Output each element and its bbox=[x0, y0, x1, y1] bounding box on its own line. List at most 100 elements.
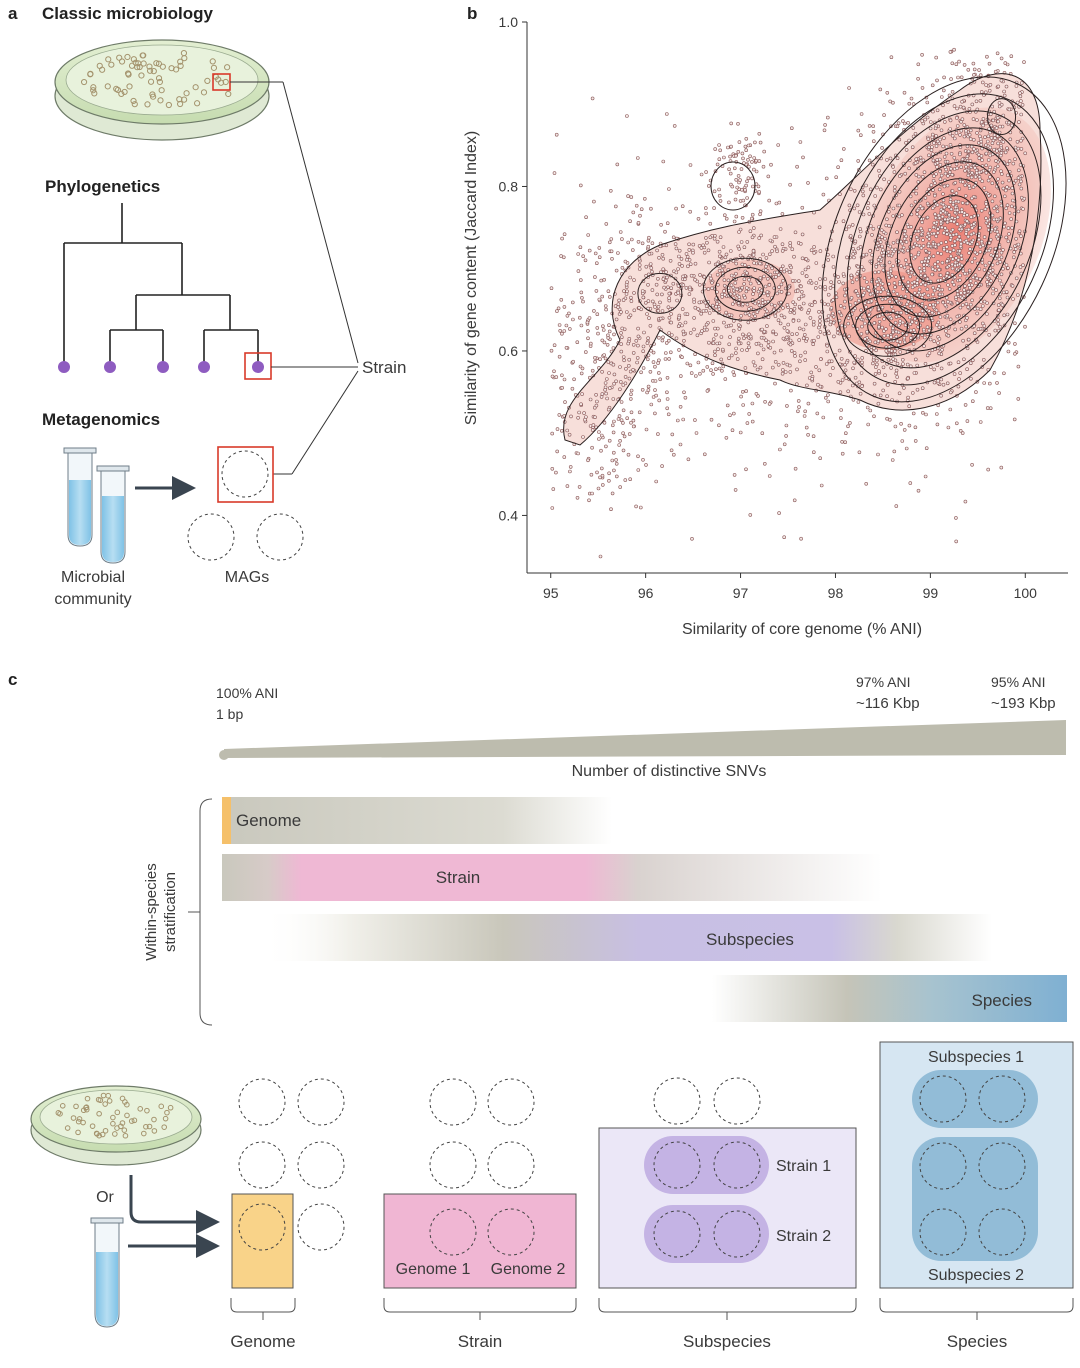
data-point bbox=[910, 320, 915, 324]
data-point bbox=[856, 128, 861, 133]
data-point bbox=[841, 219, 846, 223]
data-point bbox=[839, 356, 844, 361]
data-point bbox=[607, 240, 612, 245]
data-point bbox=[952, 282, 956, 287]
data-point bbox=[971, 117, 976, 121]
data-point bbox=[654, 282, 659, 287]
data-point bbox=[653, 388, 657, 392]
data-point bbox=[916, 252, 921, 257]
data-point bbox=[752, 167, 756, 172]
data-point bbox=[671, 452, 676, 457]
colony bbox=[91, 90, 98, 97]
data-point bbox=[644, 427, 649, 432]
data-point bbox=[688, 262, 693, 267]
data-point bbox=[922, 263, 926, 267]
data-point bbox=[868, 187, 873, 192]
data-point bbox=[1005, 312, 1010, 317]
data-point bbox=[667, 331, 671, 335]
data-point bbox=[880, 325, 885, 330]
data-point bbox=[940, 260, 945, 265]
data-point bbox=[889, 304, 894, 309]
data-point bbox=[955, 215, 960, 220]
data-point bbox=[650, 241, 655, 245]
data-point bbox=[944, 151, 949, 156]
data-point bbox=[692, 297, 696, 302]
data-point bbox=[549, 348, 554, 353]
data-point bbox=[712, 349, 717, 354]
data-point bbox=[993, 69, 998, 74]
data-point bbox=[955, 124, 960, 128]
data-point bbox=[778, 447, 782, 452]
data-point bbox=[985, 312, 989, 316]
data-point bbox=[931, 254, 936, 259]
data-point bbox=[740, 151, 745, 156]
data-point bbox=[935, 363, 940, 367]
data-point bbox=[576, 415, 580, 420]
data-point bbox=[996, 318, 1001, 322]
data-point bbox=[868, 292, 873, 297]
data-point bbox=[621, 448, 626, 453]
data-point bbox=[993, 226, 998, 231]
data-point bbox=[863, 321, 867, 326]
data-point bbox=[870, 233, 874, 237]
data-point bbox=[727, 356, 731, 361]
data-point bbox=[839, 323, 844, 328]
data-point bbox=[923, 305, 928, 309]
data-point bbox=[942, 136, 946, 140]
data-point bbox=[770, 266, 774, 271]
data-point bbox=[745, 179, 749, 184]
data-point bbox=[684, 286, 689, 290]
data-point bbox=[921, 244, 926, 248]
data-point bbox=[839, 158, 844, 162]
data-point bbox=[1019, 99, 1023, 103]
data-point bbox=[776, 318, 781, 323]
data-point bbox=[898, 340, 903, 344]
data-point bbox=[963, 183, 968, 188]
data-point bbox=[887, 275, 891, 280]
data-point bbox=[828, 373, 833, 377]
data-point bbox=[821, 415, 826, 420]
data-point bbox=[960, 99, 964, 104]
data-point bbox=[722, 283, 727, 288]
data-point bbox=[738, 253, 743, 258]
data-point bbox=[831, 298, 835, 302]
data-point bbox=[611, 397, 616, 401]
data-point bbox=[659, 223, 663, 227]
data-point bbox=[618, 438, 622, 443]
data-point bbox=[998, 137, 1002, 141]
data-point bbox=[950, 134, 955, 138]
data-point bbox=[985, 275, 990, 280]
data-point bbox=[990, 104, 995, 109]
data-point bbox=[894, 334, 899, 339]
data-point bbox=[788, 244, 793, 248]
data-point bbox=[745, 302, 750, 307]
data-point bbox=[557, 413, 562, 417]
data-point bbox=[913, 200, 918, 204]
data-point bbox=[799, 536, 803, 541]
data-point bbox=[792, 306, 797, 311]
data-point bbox=[708, 273, 713, 278]
data-point bbox=[622, 358, 626, 363]
data-point bbox=[593, 275, 597, 279]
data-point bbox=[897, 174, 902, 178]
data-point bbox=[550, 466, 555, 471]
data-point bbox=[923, 474, 928, 479]
colony bbox=[135, 60, 142, 67]
data-point bbox=[878, 240, 883, 244]
data-point bbox=[943, 226, 948, 230]
data-point bbox=[639, 370, 643, 375]
data-point bbox=[873, 194, 878, 198]
data-point bbox=[739, 394, 743, 399]
data-point bbox=[1022, 196, 1027, 201]
data-point bbox=[917, 287, 922, 292]
data-point bbox=[804, 257, 809, 261]
data-point bbox=[660, 309, 665, 313]
data-point bbox=[707, 340, 711, 345]
data-point bbox=[908, 304, 913, 309]
data-point bbox=[908, 481, 913, 485]
data-point bbox=[723, 377, 728, 381]
data-point bbox=[905, 362, 910, 367]
data-point bbox=[667, 187, 671, 191]
data-point bbox=[722, 289, 726, 293]
data-point bbox=[902, 237, 907, 241]
